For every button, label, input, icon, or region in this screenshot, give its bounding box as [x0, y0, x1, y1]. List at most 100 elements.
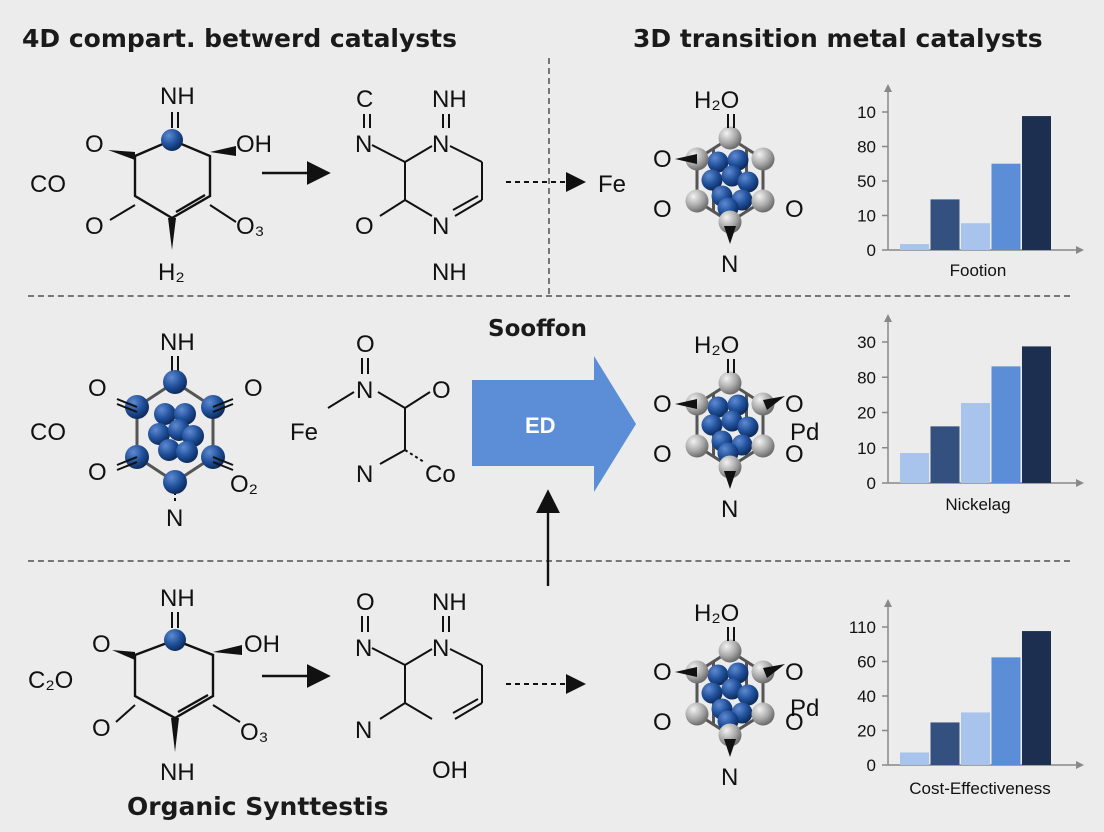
row2-nh: NH — [160, 329, 195, 356]
row2-n: N — [166, 505, 183, 532]
bar — [991, 366, 1021, 483]
y-tick-label: 40 — [857, 687, 876, 706]
bar — [930, 199, 960, 250]
row3-nh-top: NH — [432, 589, 467, 616]
h2o-label: H₂O — [694, 87, 739, 114]
bar — [991, 163, 1021, 250]
ligand-atom — [685, 189, 709, 213]
column-divider — [548, 58, 550, 294]
row3-left-molecule: C₂O NH O OH O O₃ NH — [28, 585, 280, 786]
metal-atom — [707, 396, 729, 418]
wedge-bond — [724, 471, 736, 489]
wedge-bond — [724, 739, 736, 757]
h2o-label: H₂O — [694, 600, 739, 627]
wedge-bond — [675, 399, 697, 409]
metal-atom — [161, 129, 183, 151]
row1-metal: Fe — [598, 171, 626, 198]
metal-atom — [727, 149, 749, 171]
bond — [116, 461, 138, 471]
metal-atom — [737, 416, 759, 438]
bar — [961, 712, 990, 765]
y-axis-arrow — [884, 84, 892, 92]
bond — [212, 461, 234, 471]
ligand-atom — [685, 702, 709, 726]
wedge-bond — [763, 664, 785, 678]
row2-co: Co — [425, 461, 456, 488]
metal-atom — [737, 171, 759, 193]
bar — [1022, 631, 1051, 765]
bond — [212, 398, 234, 408]
ligand-atom — [751, 392, 775, 416]
bond — [116, 403, 138, 413]
bar — [1022, 116, 1051, 250]
row3-nh: NH — [160, 585, 195, 612]
row2-prefix: CO — [30, 419, 66, 446]
bar — [961, 403, 990, 483]
ligand-o-label: O — [653, 709, 672, 736]
row2-fragment: Fe O N O N Co — [290, 331, 456, 488]
bond — [116, 456, 138, 466]
bottom-heading: Organic Synttestis — [127, 792, 389, 821]
bond — [212, 403, 234, 413]
row3-oh: OH — [244, 631, 280, 658]
row3-n-low-left: N — [355, 717, 372, 744]
y-tick-label: 10 — [857, 103, 876, 122]
metal-atom — [701, 682, 723, 704]
metal-atom — [176, 441, 198, 463]
row1-o: O — [355, 213, 374, 240]
center-heading: Sooffon — [488, 316, 587, 342]
row1-o-left-top: O — [85, 131, 104, 158]
row1-right-molecule: C NH N N O N NH — [355, 86, 483, 286]
ligand-o-label: O — [785, 441, 804, 468]
y-tick-label: 80 — [857, 368, 876, 387]
ligand-o-label: O — [653, 391, 672, 418]
wedge-bond — [724, 226, 736, 244]
bar — [900, 244, 929, 250]
row2-pd: Pd — [790, 419, 819, 446]
y-tick-label: 10 — [857, 207, 876, 226]
y-tick-label: 50 — [857, 172, 876, 191]
metal-atom — [707, 664, 729, 686]
process-arrow — [472, 356, 636, 492]
y-tick-label: 80 — [857, 138, 876, 157]
row1-c: C — [356, 86, 373, 113]
row2-n-top: N — [356, 377, 373, 404]
metal-atom — [737, 684, 759, 706]
row-divider-top — [28, 295, 1070, 297]
ligand-atom — [718, 126, 742, 150]
row3-prefix: C₂O — [28, 667, 73, 694]
ligand-n-label: N — [721, 251, 738, 278]
x-axis-arrow — [1076, 479, 1084, 487]
ligand-atom — [718, 639, 742, 663]
ligand-o-label: O — [653, 146, 672, 173]
ligand-o-label: O — [785, 196, 804, 223]
y-tick-label: 0 — [867, 756, 876, 775]
y-tick-label: 20 — [857, 404, 876, 423]
metal-atom — [154, 403, 176, 425]
ligand-n-label: N — [721, 764, 738, 791]
ligand-atom — [685, 434, 709, 458]
y-axis-arrow — [884, 314, 892, 322]
row2-o-tr: O — [244, 375, 263, 402]
ligand-atom — [751, 660, 775, 684]
metal-atom — [707, 151, 729, 173]
ligand-atom — [718, 371, 742, 395]
row2-o-top: O — [356, 331, 375, 358]
wedge-bond — [675, 667, 697, 677]
bar — [961, 223, 990, 250]
row1-nh: NH — [160, 83, 195, 110]
bar — [900, 453, 929, 483]
bar — [991, 657, 1021, 765]
row2-o2: O₂ — [230, 471, 258, 498]
ligand-atom — [718, 455, 742, 479]
row3-oh-bottom: OH — [432, 757, 468, 784]
ligand-atom — [718, 723, 742, 747]
row1-n-left: N — [355, 131, 372, 158]
metal-atom — [701, 414, 723, 436]
